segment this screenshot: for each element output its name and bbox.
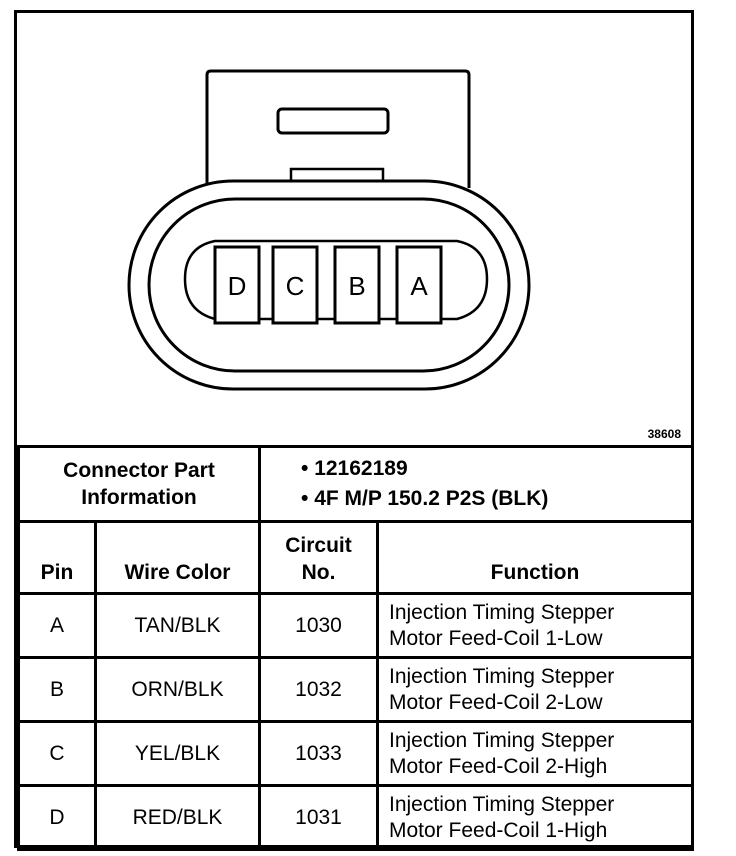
header-circuit-line2: No.	[301, 561, 336, 584]
pin-cavity-b: B	[333, 245, 381, 325]
function-line2: Motor Feed-Coil 2-High	[389, 754, 608, 778]
pin-cell: B	[17, 656, 97, 723]
pin-label-c: C	[286, 271, 305, 301]
connector-latch	[205, 69, 471, 188]
part-description: 4F M/P 150.2 P2S (BLK)	[301, 484, 691, 514]
header-function: Function	[375, 520, 695, 595]
cavity-frame	[183, 239, 489, 321]
connector-diagram: D C B A	[127, 69, 531, 391]
circuit-cell: 1032	[258, 656, 379, 723]
connector-body-inner	[147, 197, 511, 373]
header-pin: Pin	[17, 520, 97, 595]
pin-cavity-c: C	[271, 245, 319, 325]
pin-label-d: D	[228, 271, 247, 301]
wire-color-cell: TAN/BLK	[94, 592, 261, 659]
function-cell: Injection Timing Stepper Motor Feed-Coil…	[375, 656, 695, 723]
pin-label-a: A	[410, 271, 428, 301]
function-line2: Motor Feed-Coil 1-High	[389, 818, 608, 842]
function-line1: Injection Timing Stepper	[389, 728, 615, 752]
function-cell: Injection Timing Stepper Motor Feed-Coil…	[375, 592, 695, 659]
header-circuit: Circuit No.	[258, 520, 379, 595]
latch-slot	[276, 107, 390, 135]
function-line1: Injection Timing Stepper	[389, 664, 615, 688]
circuit-cell: 1031	[258, 784, 379, 851]
table-row: A TAN/BLK 1030 Injection Timing Stepper …	[17, 592, 695, 659]
circuit-cell: 1030	[258, 592, 379, 659]
function-cell: Injection Timing Stepper Motor Feed-Coil…	[375, 720, 695, 787]
part-number: 12162189	[301, 454, 691, 484]
connector-info-label: Connector Part Information	[17, 445, 261, 523]
table-row: C YEL/BLK 1033 Injection Timing Stepper …	[17, 720, 695, 787]
figure-id: 38608	[647, 427, 681, 441]
pin-cell: C	[17, 720, 97, 787]
pin-cavity-d: D	[213, 245, 261, 325]
info-label-line2: Information	[81, 486, 197, 509]
connector-figure: D C B A 38608 Connector Part Information…	[14, 10, 695, 851]
wire-color-cell: YEL/BLK	[94, 720, 261, 787]
pinout-table: Connector Part Information 12162189 4F M…	[17, 445, 695, 851]
pin-cell: D	[17, 784, 97, 851]
function-cell: Injection Timing Stepper Motor Feed-Coil…	[375, 784, 695, 851]
wire-color-cell: ORN/BLK	[94, 656, 261, 723]
table-row: D RED/BLK 1031 Injection Timing Stepper …	[17, 784, 695, 851]
header-circuit-line1: Circuit	[285, 534, 352, 557]
function-line2: Motor Feed-Coil 2-Low	[389, 690, 603, 714]
table-row: B ORN/BLK 1032 Injection Timing Stepper …	[17, 656, 695, 723]
function-line1: Injection Timing Stepper	[389, 600, 615, 624]
header-row: Pin Wire Color Circuit No. Function	[17, 520, 695, 595]
function-line1: Injection Timing Stepper	[389, 792, 615, 816]
pin-cavity-a: A	[395, 245, 443, 325]
connector-info-row: Connector Part Information 12162189 4F M…	[17, 445, 695, 523]
pin-cell: A	[17, 592, 97, 659]
connector-info-values: 12162189 4F M/P 150.2 P2S (BLK)	[257, 445, 695, 523]
pin-label-b: B	[348, 271, 365, 301]
connector-body-outer	[127, 179, 531, 391]
header-wire-color: Wire Color	[94, 520, 261, 595]
circuit-cell: 1033	[258, 720, 379, 787]
function-line2: Motor Feed-Coil 1-Low	[389, 626, 603, 650]
info-label-line1: Connector Part	[63, 459, 215, 482]
wire-color-cell: RED/BLK	[94, 784, 261, 851]
